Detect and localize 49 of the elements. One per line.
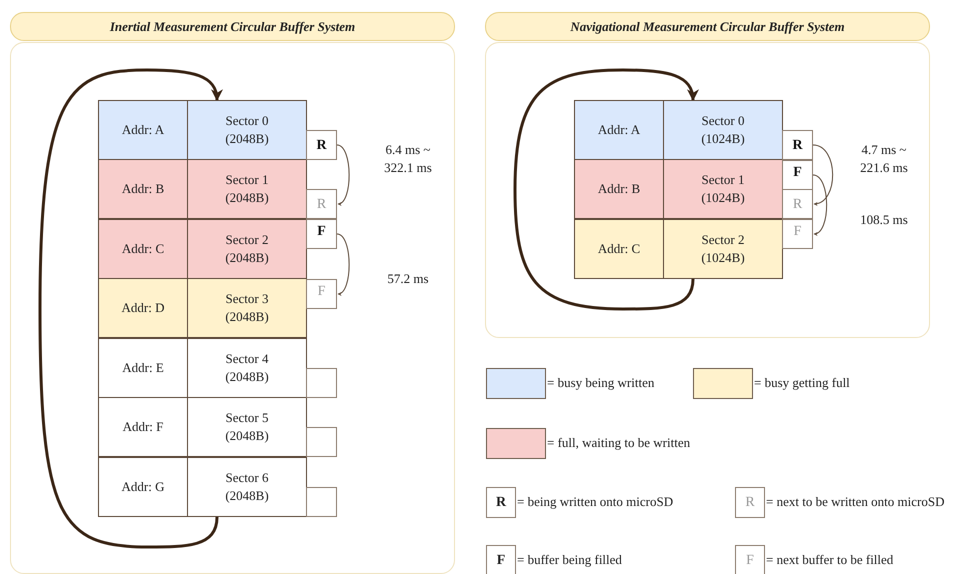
empty-marker-box (306, 487, 337, 517)
status-marker: F (306, 279, 337, 309)
legend-symbol: F (486, 545, 516, 574)
address-cell: Addr: C (574, 219, 664, 279)
address-cell: Addr: F (98, 397, 188, 457)
address-cell: Addr: B (98, 159, 188, 219)
sector-cell: Sector 3 (2048B) (187, 278, 307, 338)
address-cell: Addr: C (98, 219, 188, 279)
status-marker: F (306, 219, 337, 249)
status-marker: R (782, 130, 813, 160)
legend-symbol: F (735, 545, 765, 574)
status-marker: R (306, 130, 337, 160)
empty-marker-box (306, 368, 337, 398)
curved-arrow (336, 234, 350, 295)
loop-arrow (514, 68, 698, 310)
status-marker: R (782, 189, 813, 219)
sector-cell: Sector 6 (2048B) (187, 457, 307, 517)
panel-title: Inertial Measurement Circular Buffer System (10, 12, 455, 41)
address-cell: Addr: G (98, 457, 188, 517)
address-cell: Addr: A (98, 100, 188, 160)
legend-text: = next to be written onto microSD (766, 494, 944, 510)
address-cell: Addr: A (574, 100, 664, 160)
curved-arrow (336, 144, 350, 205)
legend-text: = buffer being filled (517, 552, 622, 568)
sector-cell: Sector 0 (2048B) (187, 100, 307, 160)
status-marker: F (782, 219, 813, 249)
sector-cell: Sector 1 (2048B) (187, 159, 307, 219)
panel-title: Navigational Measurement Circular Buffer System (485, 12, 930, 41)
curved-arrow (812, 144, 834, 206)
status-marker: R (306, 189, 337, 219)
address-cell: Addr: D (98, 278, 188, 338)
legend-text: = next buffer to be filled (766, 552, 894, 568)
legend-symbol: R (486, 487, 516, 518)
empty-marker-box (306, 427, 337, 457)
loop-arrow (38, 68, 222, 548)
sector-cell: Sector 5 (2048B) (187, 397, 307, 457)
sector-cell: Sector 2 (1024B) (663, 219, 783, 279)
legend-text: = busy getting full (754, 375, 850, 391)
legend-text: = full, waiting to be written (547, 435, 690, 451)
legend-text: = busy being written (547, 375, 654, 391)
address-cell: Addr: B (574, 159, 664, 219)
sector-cell: Sector 2 (2048B) (187, 219, 307, 279)
legend-text: = being written onto microSD (517, 494, 674, 510)
sector-cell: Sector 1 (1024B) (663, 159, 783, 219)
legend-symbol: R (735, 487, 765, 518)
status-marker: F (782, 160, 813, 190)
sector-cell: Sector 0 (1024B) (663, 100, 783, 160)
curved-arrow (812, 174, 828, 235)
address-cell: Addr: E (98, 338, 188, 398)
